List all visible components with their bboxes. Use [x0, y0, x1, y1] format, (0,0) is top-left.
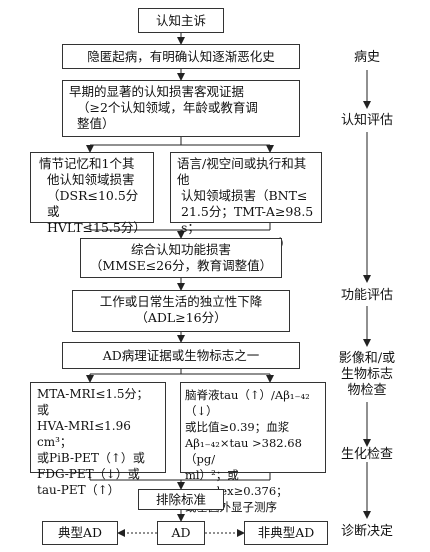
ad-label: AD	[171, 525, 191, 540]
csf-line-3: Aβ₁₋₄₂×tau >382.68（pg/	[185, 436, 302, 466]
imaging-line-5: tau-PET（↑）	[37, 483, 120, 497]
episodic-line-4: HVLT≤15.5分）	[47, 220, 146, 235]
stage-diagnosis: 诊断决定	[322, 524, 412, 540]
exclusion-label: 排除标准	[155, 492, 206, 507]
start-label: 认知主诉	[155, 13, 206, 28]
objective-evidence-box: 早期的显著的认知损害客观证据 （≥2个认知领域，年龄或教育调 整值）	[62, 80, 300, 137]
stage-diagnosis-label: 诊断决定	[340, 524, 393, 539]
adl-line-2: （ADL≥16分）	[135, 310, 227, 325]
language-line-3: 21.5分；TMT-A≥98.5 s；	[181, 204, 314, 235]
stage-imaging-line-3: 物检查	[347, 383, 387, 398]
adl-box: 工作或日常生活的独立性下降 （ADL≥16分）	[72, 290, 290, 332]
imaging-line-3: 或PiB-PET（↑）或	[37, 451, 145, 465]
stage-imaging-line-1: 影像和/或	[338, 351, 396, 366]
global-cognition-box: 综合认知功能损害 （MMSE≤26分，教育调整值）	[80, 238, 282, 278]
stage-biochem-label: 生化检查	[340, 447, 393, 462]
start-box: 认知主诉	[138, 8, 224, 33]
history-label: 隐匿起病，有明确认知逐渐恶化史	[87, 49, 275, 64]
pathology-label: AD病理证据或生物标志之一	[102, 348, 260, 363]
episodic-line-3: （DSR≤10.5分或	[47, 188, 139, 219]
imaging-line-4: FDG-PET（↓）或	[37, 467, 140, 481]
imaging-line-2: HVA-MRI≤1.96 cm³；	[37, 419, 131, 449]
exclusion-box: 排除标准	[138, 489, 224, 510]
pathology-box: AD病理证据或生物标志之一	[62, 342, 300, 369]
typical-ad-box: 典型AD	[42, 521, 118, 545]
stage-history: 病史	[322, 50, 412, 66]
language-line-2: 认知领域损害（BNT≤	[181, 188, 308, 203]
stage-function-label: 功能评估	[340, 288, 393, 303]
stage-biochem: 生化检查	[322, 447, 412, 463]
history-box: 隐匿起病，有明确认知逐渐恶化史	[62, 44, 300, 69]
stage-imaging: 影像和/或 生物标志 物检查	[322, 351, 412, 399]
stage-cognitive-label: 认知评估	[340, 113, 393, 128]
csf-line-2: 或比值≥0.39；血浆	[185, 420, 290, 434]
global-line-2: （MMSE≤26分，教育调整值）	[89, 258, 273, 273]
atypical-ad-label: 非典型AD	[257, 525, 315, 540]
ad-box: AD	[157, 521, 205, 545]
episodic-memory-box: 情节记忆和1个其 他认知领域损害 （DSR≤10.5分或 HVLT≤15.5分）	[30, 152, 154, 235]
stage-history-label: 病史	[353, 50, 380, 65]
episodic-line-2: 他认知领域损害	[47, 172, 135, 187]
typical-ad-label: 典型AD	[57, 525, 103, 540]
global-line-1: 综合认知功能损害	[130, 242, 231, 257]
stage-function: 功能评估	[322, 288, 412, 304]
stage-imaging-line-2: 生物标志	[340, 367, 393, 382]
csf-plasma-box: 脑脊液tau（↑）/Aβ₁₋₄₂（↓） 或比值≥0.39；血浆 Aβ₁₋₄₂×t…	[180, 382, 326, 514]
language-line-1: 语言/视空间或执行和其他	[177, 156, 307, 187]
stage-cognitive: 认知评估	[322, 113, 412, 129]
language-domain-box: 语言/视空间或执行和其他 认知领域损害（BNT≤ 21.5分；TMT-A≥98.…	[170, 152, 322, 251]
csf-line-1: 脑脊液tau（↑）/Aβ₁₋₄₂（↓）	[185, 388, 310, 418]
objective-line-3: 整值）	[77, 116, 115, 131]
adl-line-1: 工作或日常生活的独立性下降	[99, 294, 263, 309]
objective-line-1: 早期的显著的认知损害客观证据	[69, 84, 245, 99]
episodic-line-1: 情节记忆和1个其	[39, 156, 135, 171]
imaging-line-1: MTA-MRI≤1.5分；或	[37, 387, 149, 417]
atypical-ad-box: 非典型AD	[244, 521, 328, 545]
imaging-biomarker-box: MTA-MRI≤1.5分；或 HVA-MRI≤1.96 cm³； 或PiB-PE…	[30, 382, 166, 497]
objective-line-2: （≥2个认知领域，年龄或教育调	[77, 100, 258, 115]
